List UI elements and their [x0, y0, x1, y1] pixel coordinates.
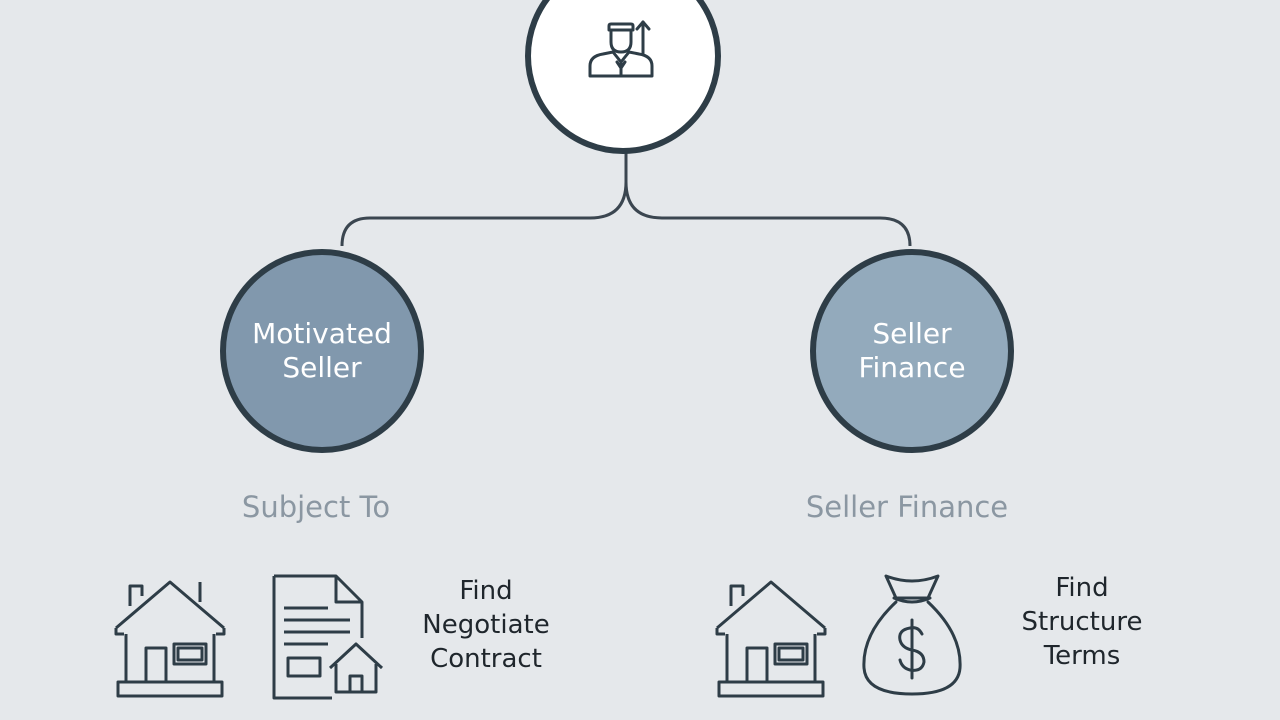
- seller-finance-node: Seller Finance: [810, 249, 1014, 453]
- step-contract: Contract: [430, 644, 542, 674]
- step-negotiate: Negotiate: [422, 610, 550, 640]
- house-icon: [114, 580, 226, 698]
- seller-finance-steps: Find Structure Terms: [982, 571, 1182, 673]
- motivated-seller-label: Motivated Seller: [252, 317, 392, 384]
- seller-finance-title: Seller Finance: [805, 490, 1009, 524]
- person-arrow-up-icon: [588, 20, 654, 78]
- step-find: Find: [1055, 573, 1109, 603]
- motivated-seller-node: Motivated Seller: [220, 249, 424, 453]
- document-house-icon: [272, 574, 384, 700]
- seller-finance-label: Seller Finance: [858, 317, 966, 384]
- step-terms: Terms: [1043, 641, 1121, 671]
- subject-to-steps: Find Negotiate Contract: [386, 574, 586, 676]
- money-bag-icon: [862, 574, 962, 696]
- top-node: [525, 0, 721, 154]
- step-find: Find: [459, 576, 513, 606]
- step-structure: Structure: [1021, 607, 1143, 637]
- subject-to-title: Subject To: [241, 490, 391, 524]
- house-icon: [715, 580, 827, 698]
